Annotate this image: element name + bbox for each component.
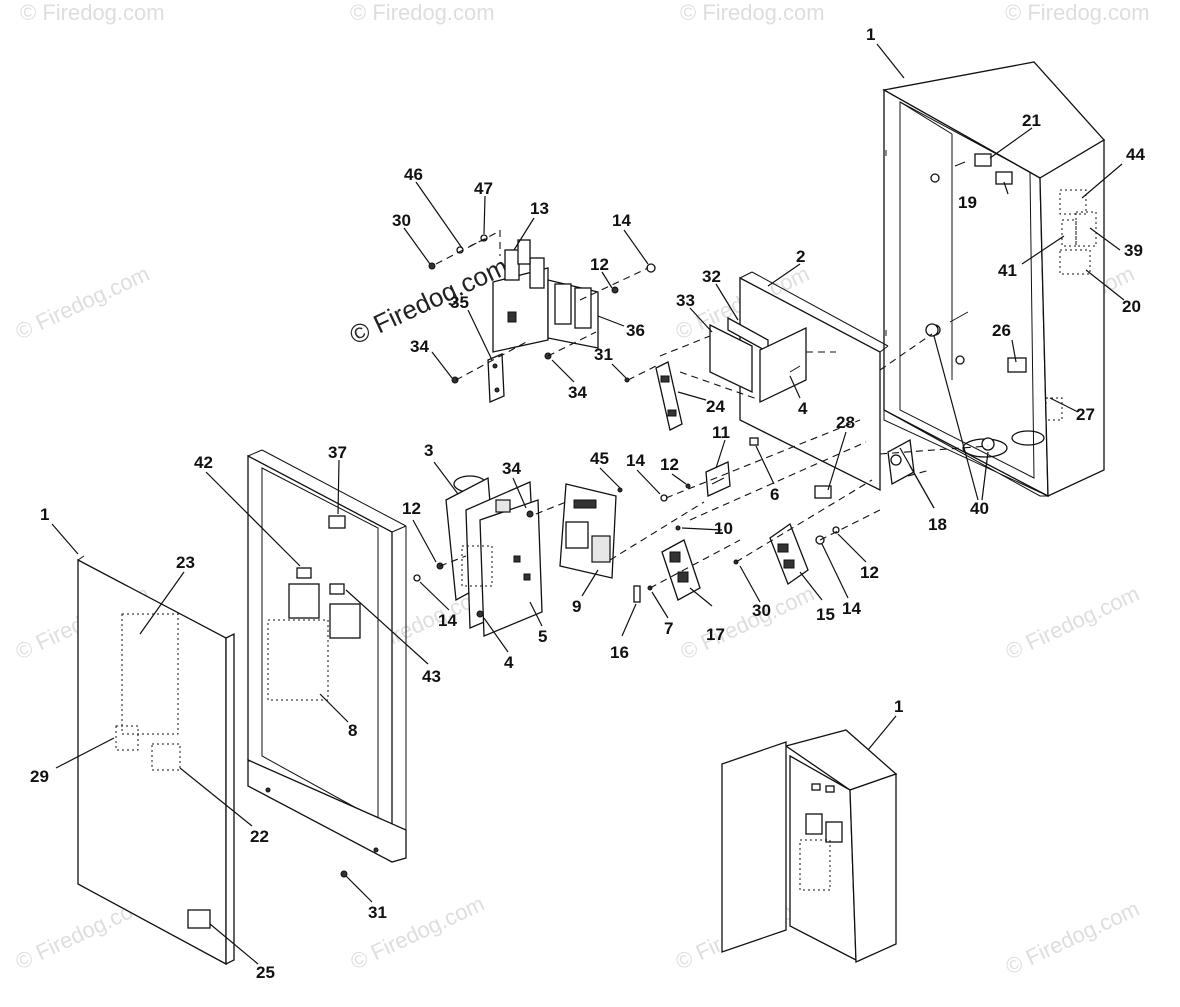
callout-30-top: 30 (392, 211, 411, 230)
callout-24: 24 (706, 397, 725, 416)
callout-12-top: 12 (590, 255, 609, 274)
callout-21: 21 (1022, 111, 1041, 130)
callout-22: 22 (250, 827, 269, 846)
enclosure-box-icon (882, 61, 1106, 498)
dead-front-cover-icon (247, 449, 407, 863)
callout-34-left: 34 (410, 337, 429, 356)
callout-3: 3 (424, 441, 433, 460)
callout-35: 35 (450, 293, 469, 312)
callout-43: 43 (422, 667, 441, 686)
watermark-text: © Firedog.com (350, 0, 495, 25)
callout-33: 33 (676, 291, 695, 310)
terminal-bracket-icon (705, 461, 731, 497)
callout-14-mid: 14 (626, 451, 645, 470)
callout-14-left: 14 (438, 611, 457, 630)
callout-2: 2 (796, 247, 805, 266)
hardware-icon (340, 234, 995, 878)
watermark-text: © Firedog.com (680, 0, 825, 25)
callout-25: 25 (256, 963, 275, 982)
callout-1-top: 1 (866, 25, 875, 44)
callout-41: 41 (998, 261, 1017, 280)
callout-12-left: 12 (402, 499, 421, 518)
contactor-icon (492, 239, 599, 353)
clamp-bracket-icon (655, 361, 683, 431)
callout-28: 28 (836, 413, 855, 432)
callout-9: 9 (572, 597, 581, 616)
bracket-assembly-icon (709, 316, 807, 404)
callout-14-right: 14 (842, 599, 861, 618)
callout-8: 8 (348, 721, 357, 740)
callout-1-left: 1 (40, 505, 49, 524)
callout-10: 10 (714, 519, 733, 538)
control-board-icon (445, 475, 543, 637)
watermark-text: © Firedog.com (1002, 581, 1144, 665)
callout-39: 39 (1124, 241, 1143, 260)
callout-31-bottom: 31 (368, 903, 387, 922)
callout-46: 46 (404, 165, 423, 184)
callout-16: 16 (610, 643, 629, 662)
callout-42: 42 (194, 453, 213, 472)
callout-45: 45 (590, 449, 609, 468)
callout-5: 5 (538, 627, 547, 646)
leader-lines (51, 43, 1125, 965)
assembly-lines (435, 230, 989, 589)
callout-12-mid: 12 (660, 455, 679, 474)
lug-connector-icon (887, 438, 915, 486)
callout-14-top: 14 (612, 211, 631, 230)
callout-31-top: 31 (594, 345, 613, 364)
callout-13: 13 (530, 199, 549, 218)
callout-18: 18 (928, 515, 947, 534)
callout-29: 29 (30, 767, 49, 786)
watermark-text: © Firedog.com (20, 0, 165, 25)
callout-4-right: 4 (798, 399, 808, 418)
callout-32: 32 (702, 267, 721, 286)
callout-36: 36 (626, 321, 645, 340)
callout-37: 37 (328, 443, 347, 462)
callout-1-bottom: 1 (894, 697, 903, 716)
circuit-board-icon (559, 483, 617, 579)
callout-15: 15 (816, 605, 835, 624)
callout-27: 27 (1076, 405, 1095, 424)
callout-11: 11 (712, 423, 730, 442)
callout-34-mid: 34 (568, 383, 587, 402)
callout-4-bottom: 4 (504, 653, 514, 672)
watermark-text: © Firedog.com (677, 581, 819, 665)
callout-7: 7 (664, 619, 673, 638)
callout-30-bottom: 30 (752, 601, 771, 620)
callout-47: 47 (474, 179, 493, 198)
fuse-holder-icon (661, 539, 701, 601)
callout-26: 26 (992, 321, 1011, 340)
assembled-enclosure-icon (721, 729, 898, 963)
callout-40: 40 (970, 499, 989, 518)
callout-12-right: 12 (860, 563, 879, 582)
watermark-text: © Firedog.com (1005, 0, 1150, 25)
watermark-text: © Firedog.com (1002, 896, 1144, 980)
callout-labels: 1 21 44 19 39 41 20 2 26 27 40 46 47 13 … (30, 25, 1145, 982)
terminal-block-icon (769, 522, 809, 586)
callout-17: 17 (706, 625, 725, 644)
callout-19: 19 (958, 193, 977, 212)
callout-6: 6 (770, 485, 779, 504)
watermark-text: © Firedog.com (12, 261, 154, 345)
callout-23: 23 (176, 553, 195, 572)
mounting-bar-icon (487, 353, 505, 403)
callout-34-b: 34 (502, 459, 521, 478)
enclosure-door-icon (77, 555, 235, 966)
callout-44: 44 (1126, 145, 1145, 164)
callout-20: 20 (1122, 297, 1141, 316)
